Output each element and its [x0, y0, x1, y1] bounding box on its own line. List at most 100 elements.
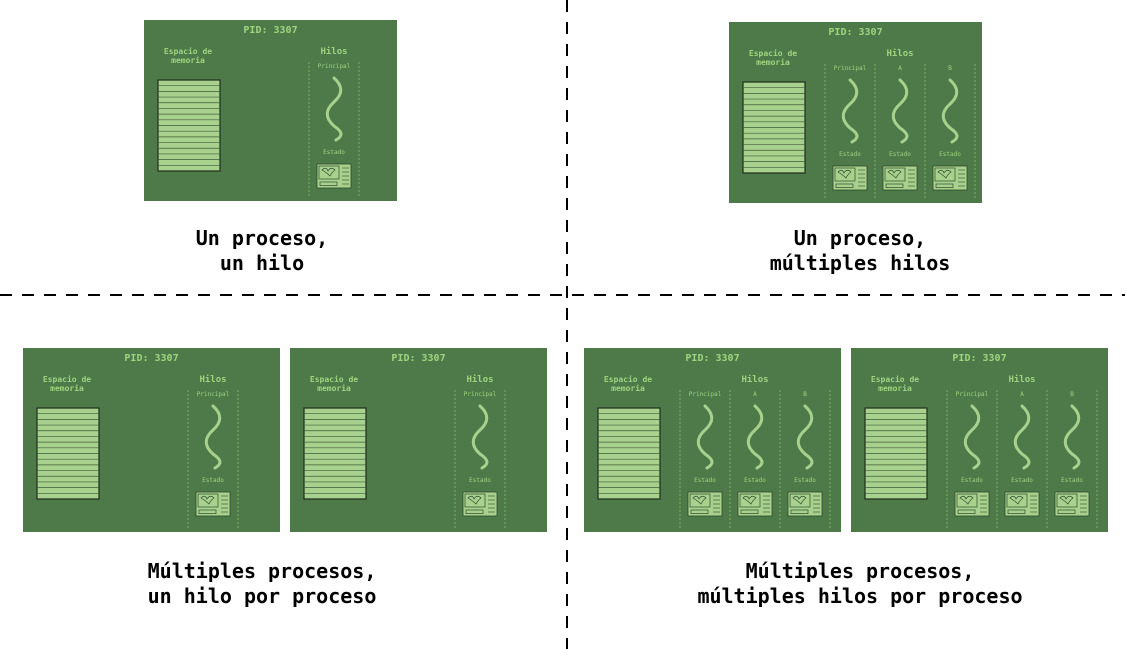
state-bar	[319, 181, 338, 186]
state-label: Estado	[469, 477, 491, 484]
state-figure	[937, 169, 952, 179]
state-bar	[198, 509, 217, 514]
caption-q3-line1: Múltiples procesos,	[148, 559, 377, 583]
threads-label: Hilos	[886, 48, 913, 59]
state-frame	[1006, 493, 1028, 508]
thread-name: B	[948, 65, 952, 72]
caption-q1-line2: un hilo	[220, 251, 304, 275]
thread-name: Principal	[834, 65, 867, 72]
thread-name: Principal	[464, 391, 497, 398]
memory-label-line2: memoria	[317, 383, 351, 393]
process-pid: PID: 3307	[685, 353, 739, 364]
process-pid: PID: 3307	[952, 353, 1006, 364]
process-pid: PID: 3307	[124, 353, 178, 364]
state-bar	[465, 509, 484, 514]
caption-q4-line2: múltiples hilos por proceso	[697, 584, 1022, 608]
thread-icon	[325, 76, 343, 142]
state-bar	[740, 509, 759, 514]
state-bar	[1057, 509, 1076, 514]
threads-label: Hilos	[199, 374, 226, 385]
state-figure	[1009, 495, 1024, 505]
state-frame	[1056, 493, 1078, 508]
thread-icon	[204, 404, 222, 470]
memory-label-line1: Espacio de	[871, 374, 919, 384]
state-frame	[318, 165, 340, 180]
state-icon	[787, 491, 823, 517]
state-bar	[835, 183, 854, 188]
memory-label-line1: Espacio de	[43, 374, 91, 384]
process-pid: PID: 3307	[243, 25, 297, 36]
state-icon	[1054, 491, 1090, 517]
memory-label-line2: memoria	[611, 383, 645, 393]
thread-name: A	[753, 391, 757, 398]
memory-label-line1: Espacio de	[164, 46, 212, 56]
state-label: Estado	[839, 151, 861, 158]
state-bar	[790, 509, 809, 514]
thread-name: A	[898, 65, 902, 72]
threads-label: Hilos	[1008, 374, 1035, 385]
state-icon	[882, 165, 918, 191]
state-icon	[316, 163, 352, 189]
thread-name: Principal	[956, 391, 989, 398]
memory-label-line2: memoria	[171, 55, 205, 65]
caption-q3-line2: un hilo por proceso	[148, 584, 377, 608]
caption-q1-line1: Un proceso,	[196, 226, 328, 250]
state-bar	[957, 509, 976, 514]
caption-q2-line2: múltiples hilos	[770, 251, 951, 275]
state-label: Estado	[694, 477, 716, 484]
state-figure	[959, 495, 974, 505]
memory-label-line1: Espacio de	[310, 374, 358, 384]
thread-icon	[941, 78, 959, 144]
thread-icon	[696, 404, 714, 470]
thread-icon	[891, 78, 909, 144]
thread-icon	[841, 78, 859, 144]
threads-label: Hilos	[741, 374, 768, 385]
state-bar	[690, 509, 709, 514]
thread-icon	[746, 404, 764, 470]
state-label: Estado	[961, 477, 983, 484]
state-icon	[462, 491, 498, 517]
state-frame	[934, 167, 956, 182]
state-figure	[321, 167, 336, 177]
thread-name: B	[803, 391, 807, 398]
state-frame	[789, 493, 811, 508]
state-figure	[742, 495, 757, 505]
state-icon	[737, 491, 773, 517]
state-label: Estado	[323, 149, 345, 156]
state-frame	[834, 167, 856, 182]
thread-icon	[1063, 404, 1081, 470]
state-label: Estado	[1061, 477, 1083, 484]
state-figure	[837, 169, 852, 179]
state-figure	[692, 495, 707, 505]
caption-q4-line1: Múltiples procesos,	[746, 559, 975, 583]
memory-label-line1: Espacio de	[749, 48, 797, 58]
state-figure	[792, 495, 807, 505]
state-label: Estado	[1011, 477, 1033, 484]
state-icon	[687, 491, 723, 517]
state-icon	[195, 491, 231, 517]
thread-icon	[471, 404, 489, 470]
threads-label: Hilos	[466, 374, 493, 385]
state-label: Estado	[202, 477, 224, 484]
threads-label: Hilos	[320, 46, 347, 57]
thread-icon	[1013, 404, 1031, 470]
state-figure	[200, 495, 215, 505]
state-frame	[689, 493, 711, 508]
state-frame	[464, 493, 486, 508]
memory-label-line2: memoria	[50, 383, 84, 393]
state-icon	[1004, 491, 1040, 517]
thread-name: Principal	[197, 391, 230, 398]
state-frame	[739, 493, 761, 508]
state-figure	[1059, 495, 1074, 505]
state-label: Estado	[744, 477, 766, 484]
thread-icon	[796, 404, 814, 470]
state-label: Estado	[889, 151, 911, 158]
state-icon	[832, 165, 868, 191]
